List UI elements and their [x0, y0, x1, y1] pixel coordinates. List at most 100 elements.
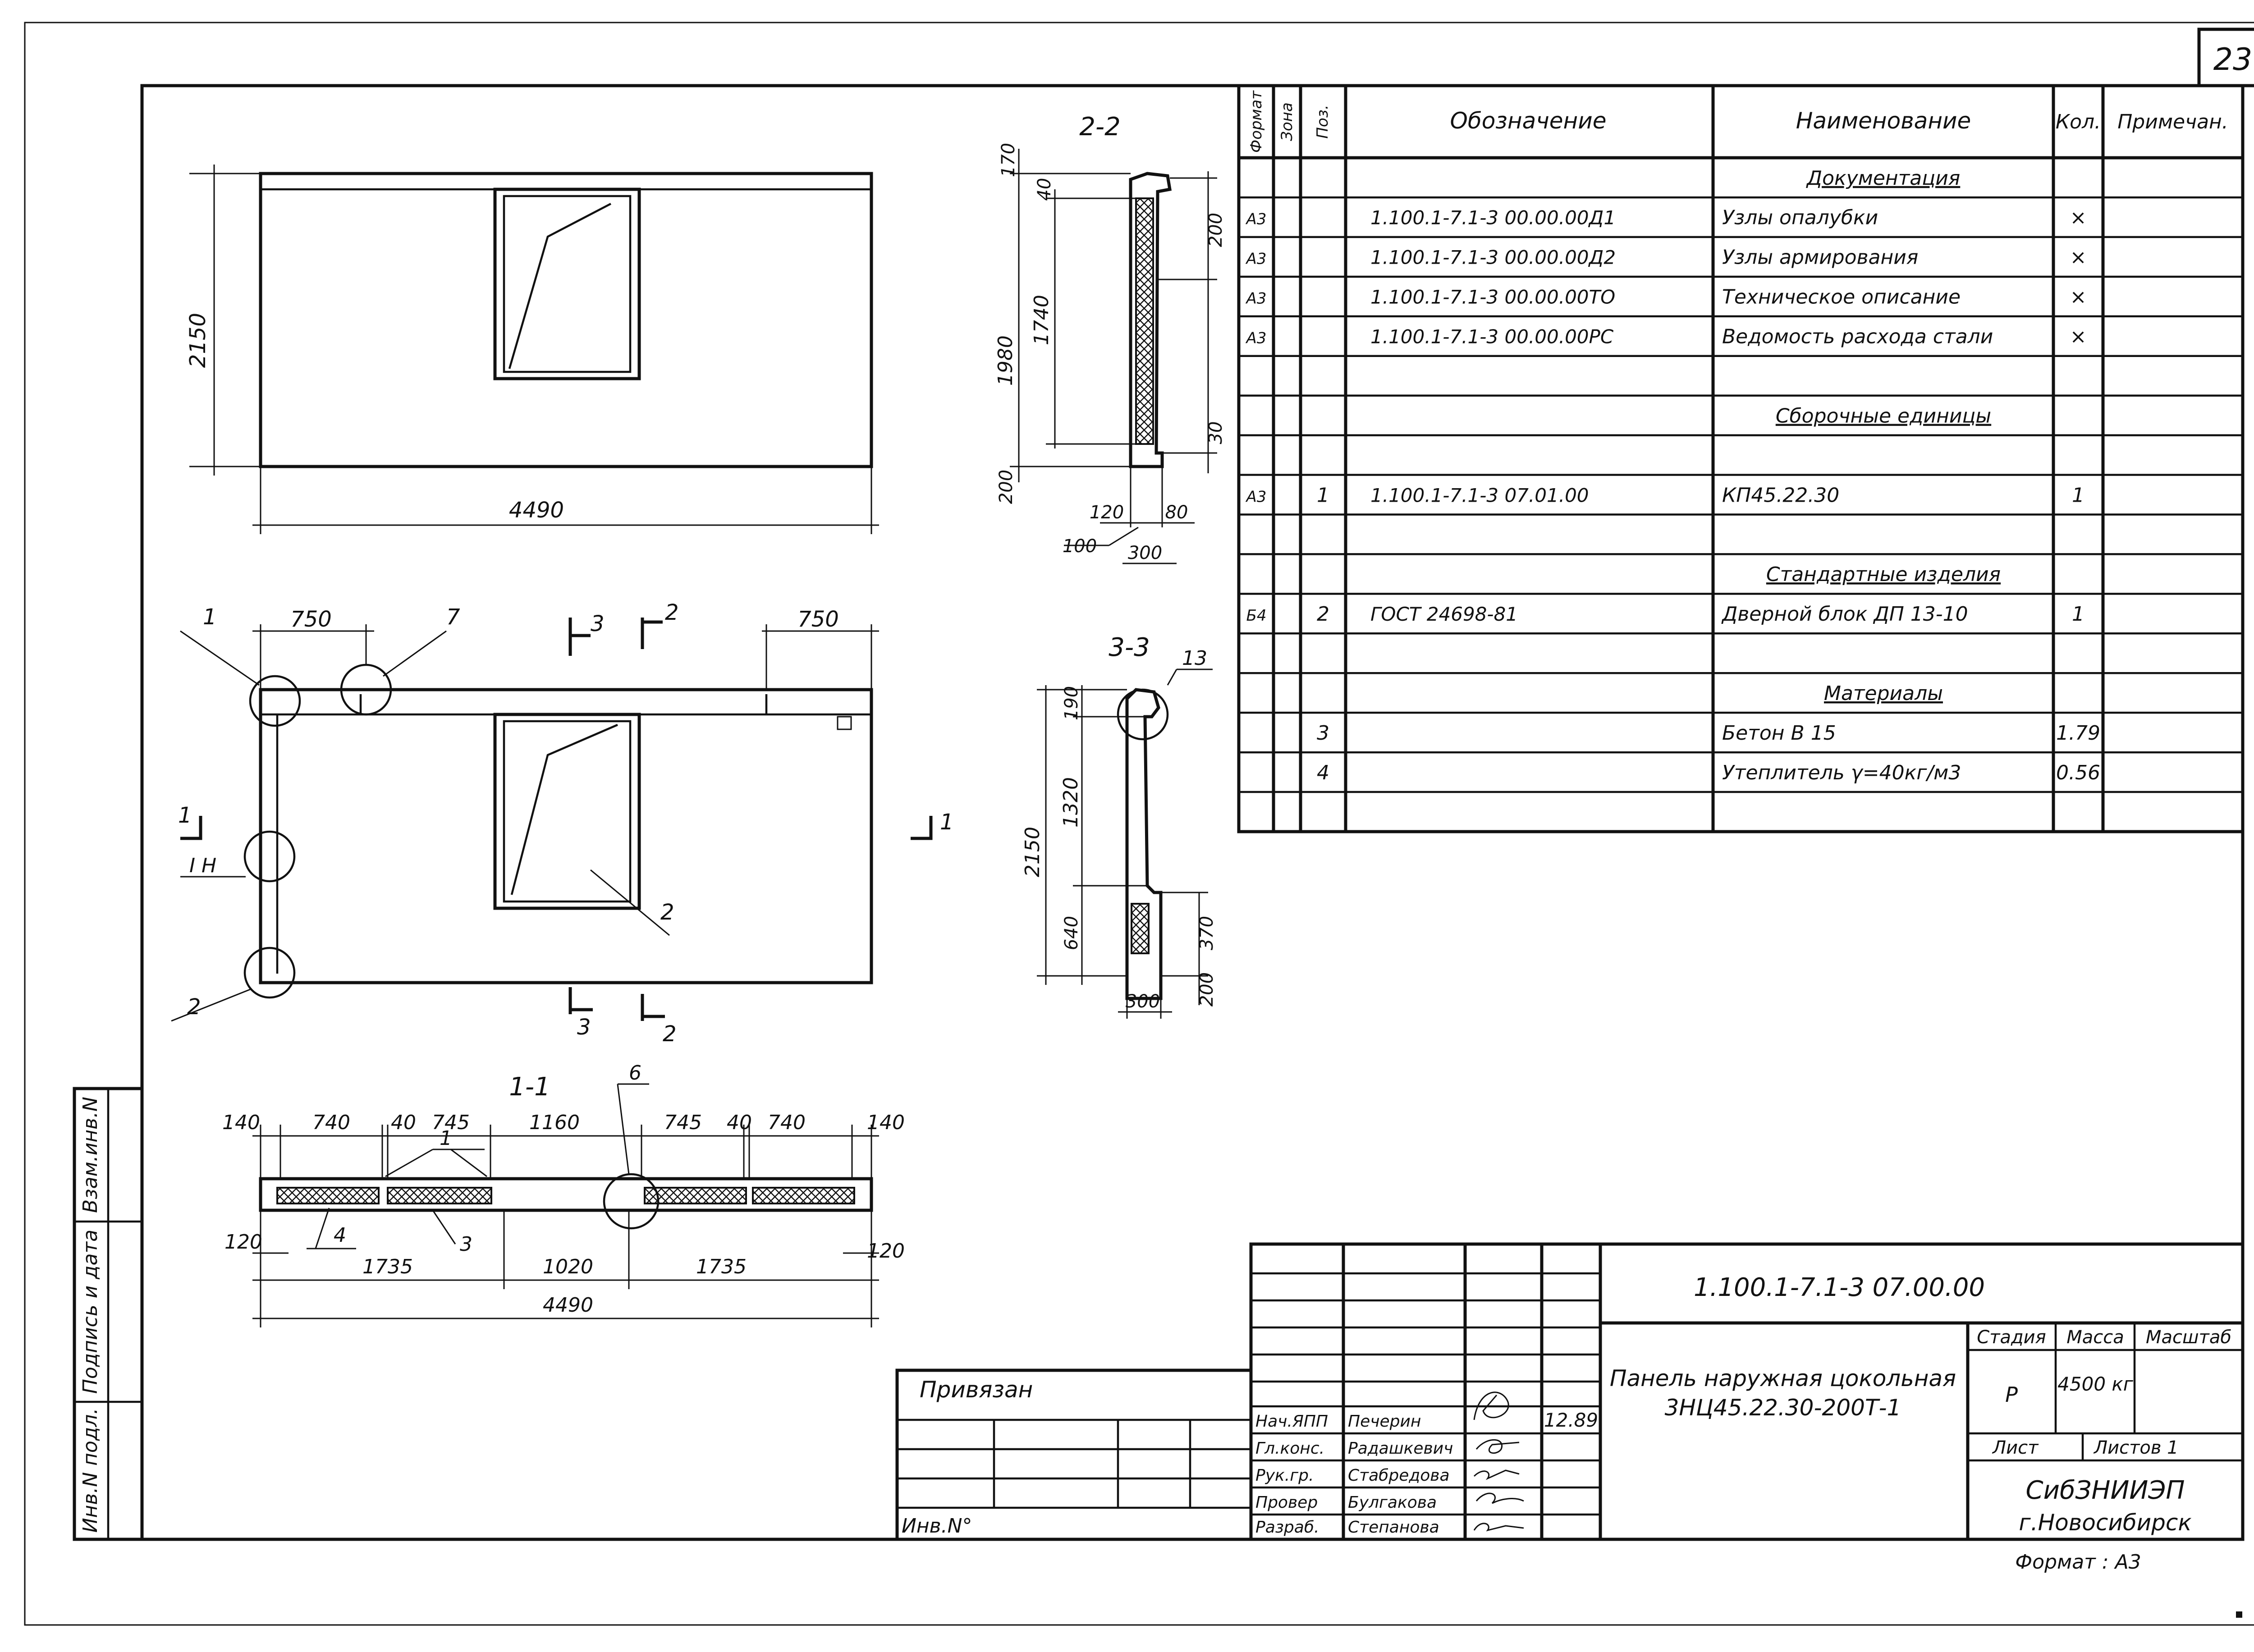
spec-cell-pos: 4	[1317, 761, 1329, 784]
plan-dim-left: 750	[290, 607, 332, 632]
spec-cell-fmt: А3	[1246, 329, 1267, 348]
sec33-dim-2150: 2150	[1021, 827, 1044, 877]
spec-cell-qty: 1.79	[2056, 722, 2100, 745]
spec-row: 3 Бетон В 15 1.79	[1317, 722, 2100, 745]
stamp-podpis-data: Подпись и дата	[79, 1230, 102, 1394]
signature-scribbles	[1473, 1391, 1524, 1532]
inv-no-label: Инв.N°	[902, 1515, 972, 1538]
stadiya-value: Р	[2005, 1382, 2018, 1407]
sec33-dim-370: 370	[1196, 916, 1217, 950]
sec11-dim-1735-right: 1735	[696, 1255, 747, 1278]
privyazan-label: Привязан	[920, 1377, 1033, 1403]
list-label: Лист	[1992, 1437, 2039, 1458]
organization: СибЗНИИЭП	[2025, 1476, 2185, 1505]
spec-cell-code: 1.100.1-7.1-3 00.00.00РС	[1370, 326, 1614, 348]
sec33-dim-190: 190	[1061, 686, 1082, 720]
callout-plan-door: 2	[660, 900, 674, 925]
sec22-dim-1980: 1980	[994, 335, 1017, 386]
spec-cell-qty: ×	[2070, 206, 2087, 229]
spec-cell-name: Бетон В 15	[1722, 722, 1836, 745]
sec22-dim-120: 120	[1090, 502, 1124, 523]
corner-mark	[2236, 1611, 2242, 1618]
spec-cell-name: Материалы	[1824, 682, 1943, 705]
spec-cell-name: КП45.22.30	[1722, 484, 1839, 507]
hdr-oboznachenie: Обозначение	[1450, 108, 1607, 134]
hdr-primechan: Примечан.	[2117, 110, 2228, 133]
sec11-dim-1160: 1160	[529, 1111, 580, 1134]
spec-cell-name: Узлы армирования	[1722, 246, 1918, 269]
sec22-dim-80: 80	[1165, 502, 1188, 523]
cut-mark-3-top: 3	[568, 611, 605, 656]
title-block: Привязан Инв.N° 1.100.1-7.1-3 07.00.00 П…	[895, 1242, 2245, 1574]
sec22-dim-40: 40	[1034, 178, 1055, 201]
hdr-pos: Поз.	[1314, 105, 1332, 138]
spec-cell-qty: ×	[2070, 246, 2087, 269]
section-3-3: 3-3 13 190 1320 2150 640 370 200 300	[1021, 633, 1217, 1019]
sec33-dim-1320: 1320	[1059, 777, 1082, 828]
section-3-3-title: 3-3	[1109, 633, 1150, 662]
cut-mark-1-left: 1	[178, 803, 202, 840]
spec-cell-qty: 1	[2072, 484, 2084, 507]
page-number-box: 23	[2197, 27, 2254, 87]
spec-cell-pos: 3	[1317, 722, 1329, 745]
spec-cell-name: Техническое описание	[1722, 286, 1961, 309]
sec11-dim-745-left: 745	[432, 1111, 470, 1134]
stamp-vzam-inv: Взам.инв.N	[79, 1097, 102, 1213]
spec-row: Стандартные изделия	[1766, 563, 2001, 586]
spec-cell-fmt: А3	[1246, 290, 1267, 308]
sec11-dim-4490: 4490	[543, 1294, 593, 1317]
sig-role-4: Провер	[1255, 1493, 1318, 1512]
section-1-1-title: 1-1	[509, 1072, 550, 1102]
svg-text:3: 3	[577, 1015, 591, 1040]
sig-name-4: Булгакова	[1348, 1493, 1437, 1512]
panel-elevation: 2150 4490	[185, 165, 879, 534]
sec11-dim-140-right: 140	[867, 1111, 905, 1134]
sig-name-3: Стабредова	[1348, 1466, 1450, 1485]
hdr-zona: Зона	[1278, 102, 1296, 141]
callout-sec33-13: 13	[1182, 647, 1207, 670]
spec-row: А3 1.100.1-7.1-3 00.00.00Д2 Узлы армирован…	[1246, 246, 2087, 269]
stamp-inv-podl: Инв.N подл.	[79, 1408, 102, 1533]
spec-cell-code: 1.100.1-7.1-3 00.00.00ТО	[1370, 286, 1615, 308]
callout-sec11-6: 6	[629, 1062, 641, 1085]
callout-sec11-3: 3	[460, 1233, 472, 1256]
spec-cell-code: ГОСТ 24698-81	[1370, 603, 1518, 625]
svg-text:2: 2	[665, 600, 679, 625]
city: г.Новосибирск	[2019, 1510, 2191, 1536]
sec11-dim-1020: 1020	[543, 1255, 593, 1278]
date-label: 12.89	[1544, 1409, 1598, 1431]
spec-cell-name: Дверной блок ДП 13-10	[1721, 603, 1968, 626]
spec-row: А3 1.100.1-7.1-3 00.00.00ТО Техническое оп…	[1246, 286, 2087, 309]
hdr-kol: Кол.	[2056, 110, 2101, 133]
spec-headers: Формат Зона Поз. Обозначение Наименовани…	[1247, 90, 2228, 153]
plan-dim-right: 750	[797, 607, 839, 632]
sec11-dim-740-left: 740	[312, 1111, 350, 1134]
spec-cell-qty: ×	[2070, 325, 2087, 348]
callout-plan-1: 1	[203, 604, 217, 630]
hdr-naimenovanie: Наименование	[1796, 108, 1971, 134]
sig-name-1: Печерин	[1348, 1412, 1421, 1431]
svg-text:2: 2	[663, 1021, 677, 1047]
sec22-dim-170: 170	[998, 143, 1019, 177]
spec-table: Формат Зона Поз. Обозначение Наименовани…	[1237, 84, 2245, 833]
spec-cell-fmt: А3	[1246, 250, 1267, 268]
sec11-dim-745-right: 745	[664, 1111, 702, 1134]
spec-cell-pos: 1	[1317, 484, 1329, 507]
spec-cell-name: Сборочные единицы	[1776, 404, 1991, 427]
outer-frame	[24, 22, 2254, 1626]
svg-text:1: 1	[940, 810, 954, 835]
spec-cell-code: 1.100.1-7.1-3 00.00.00Д2	[1370, 247, 1616, 269]
callout-plan-7: 7	[446, 604, 460, 630]
doc-code: 1.100.1-7.1-3 07.00.00	[1694, 1273, 1985, 1302]
spec-cell-qty: 0.56	[2056, 761, 2100, 784]
page-number: 23	[2213, 42, 2253, 78]
elev-width-dim: 4490	[509, 498, 564, 523]
sig-role-1: Нач.ЯПП	[1255, 1412, 1328, 1431]
spec-cell-name: Ведомость расхода стали	[1722, 325, 1993, 348]
spec-cell-name: Стандартные изделия	[1766, 563, 2001, 586]
